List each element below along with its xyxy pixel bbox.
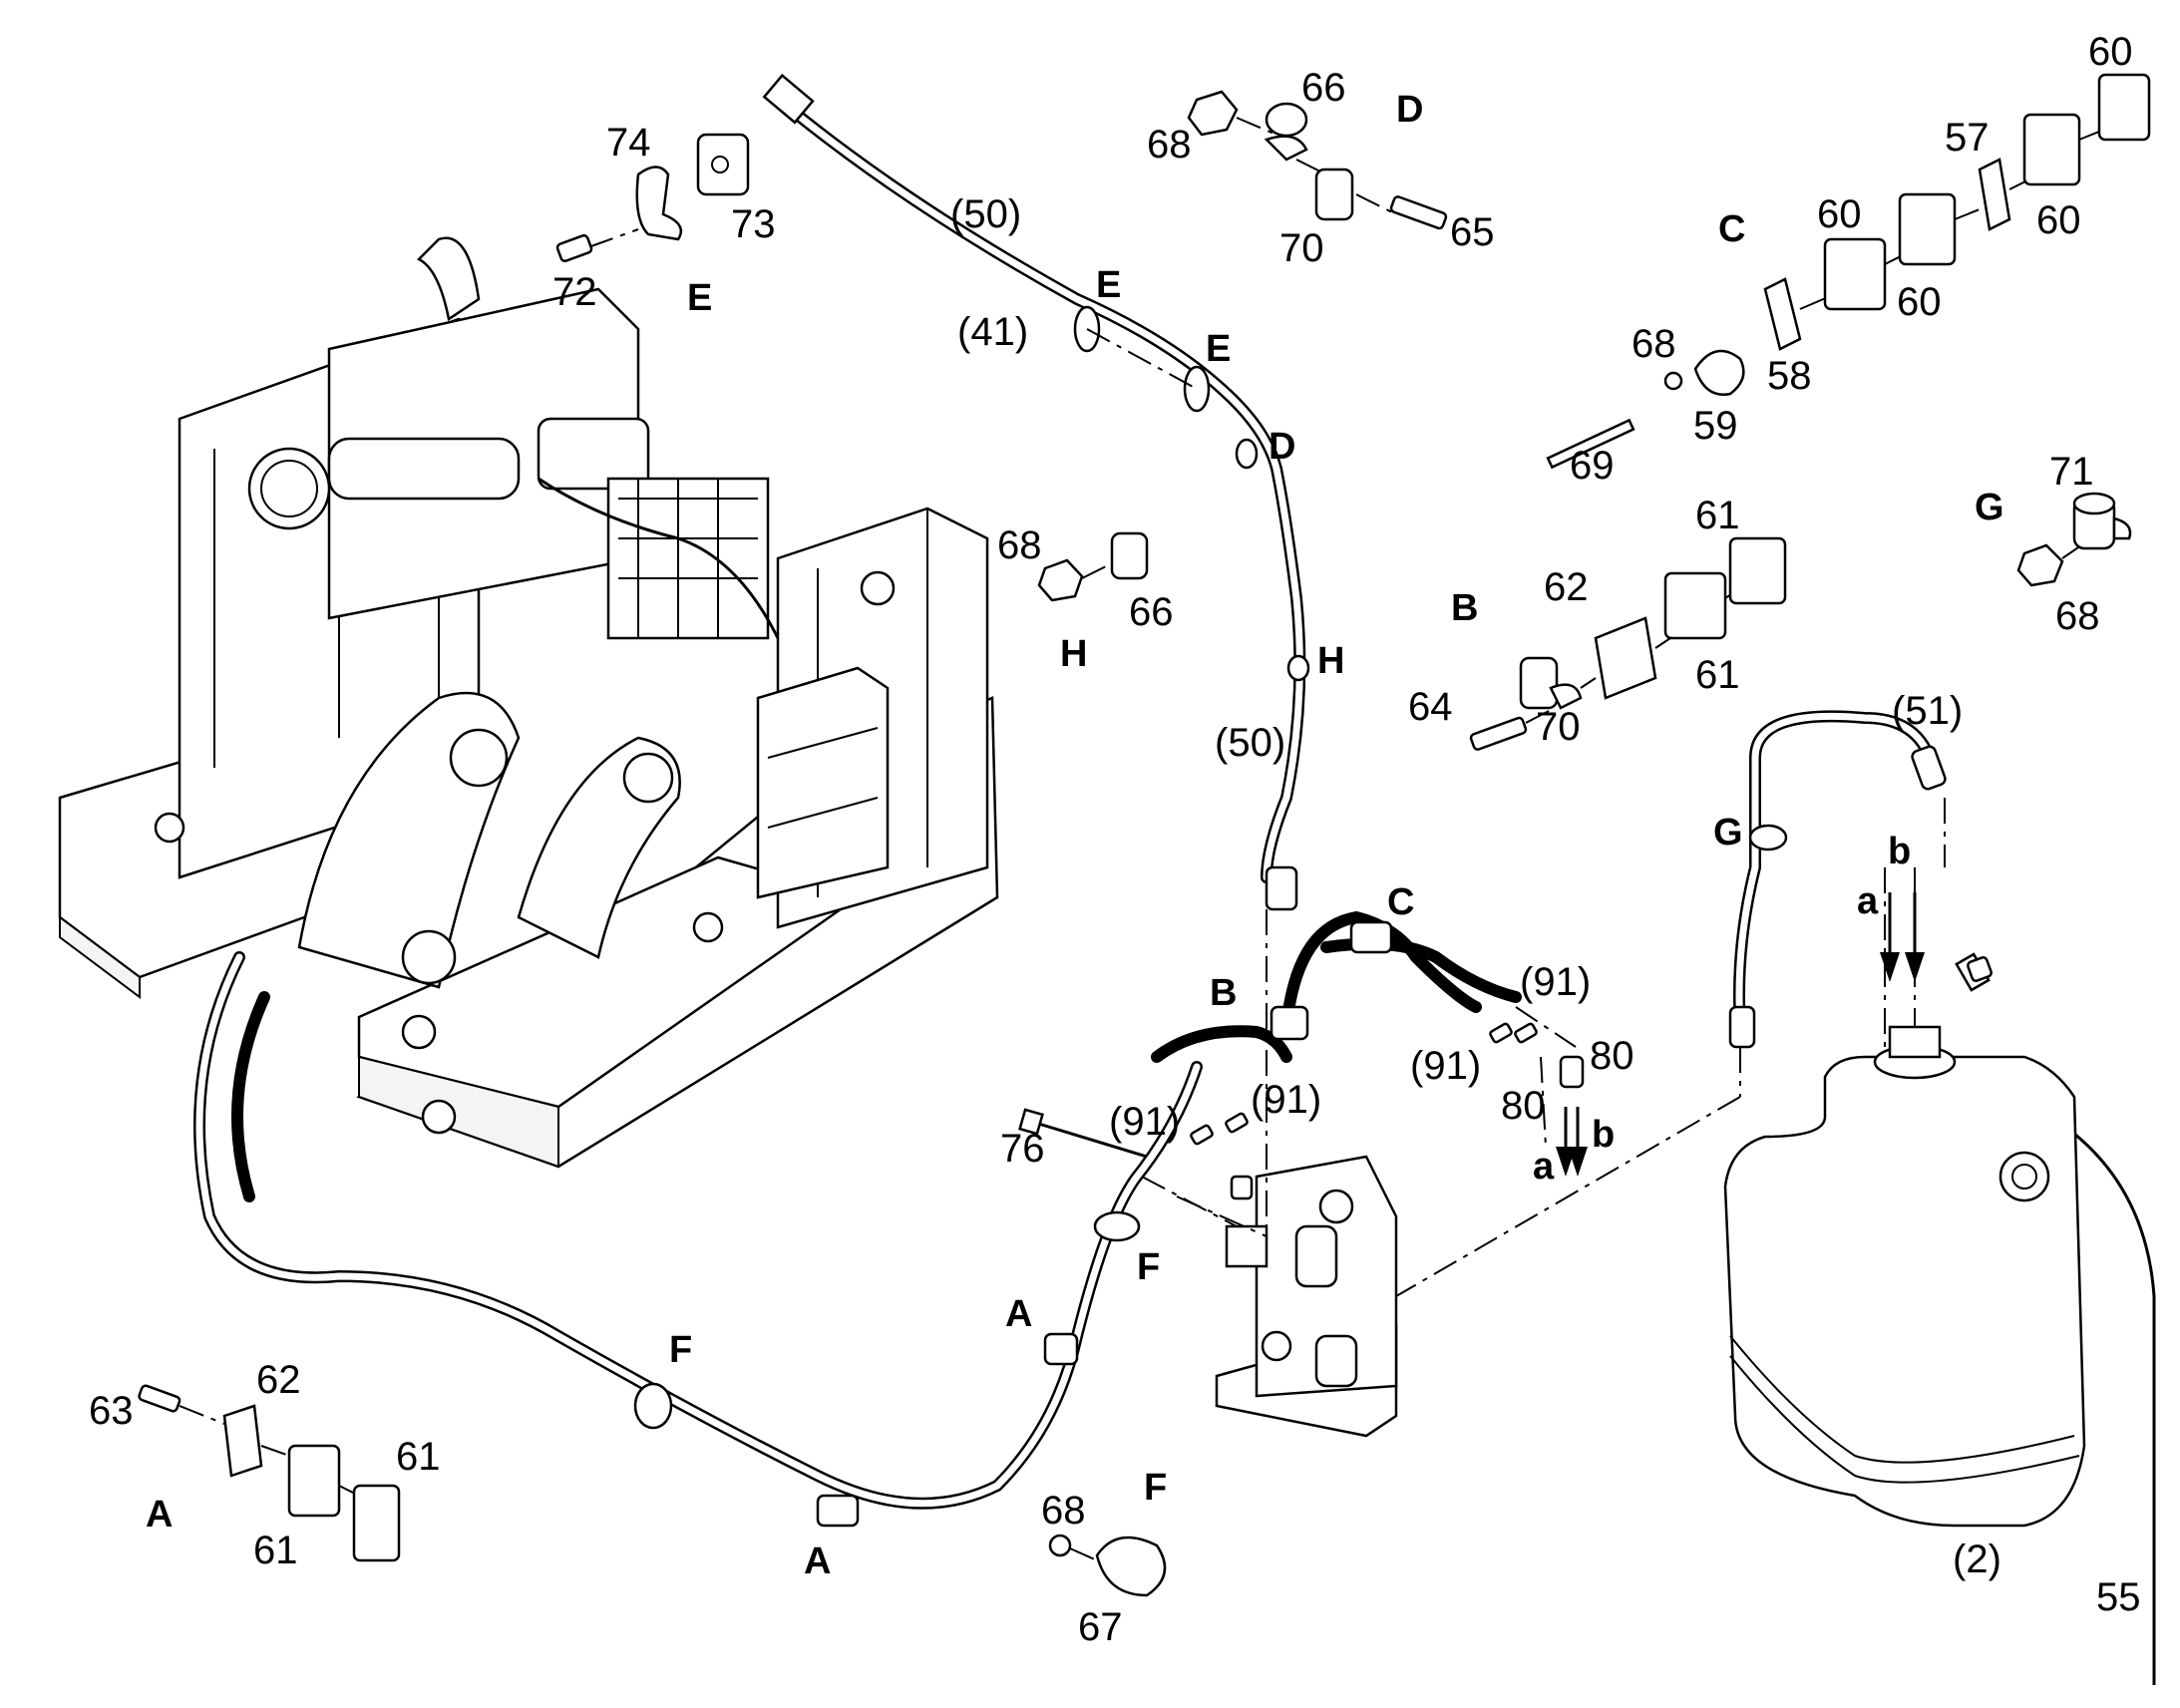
label-66-D: 66 [1301, 66, 1346, 110]
label-66-H: 66 [1129, 590, 1174, 634]
label-E-hose-1: E [1096, 264, 1121, 306]
label-67: 67 [1078, 1605, 1123, 1649]
fittings-80-91 [1190, 956, 1993, 1200]
label-group-A: A [146, 1494, 173, 1536]
label-group-H: H [1060, 633, 1087, 675]
clamp-A-2 [816, 1494, 860, 1528]
label-68-F: 68 [1041, 1489, 1086, 1533]
label-a-upper: a [1857, 880, 1879, 922]
label-63: 63 [89, 1389, 134, 1433]
label-50-top: (50) [950, 192, 1021, 236]
clamp-G [1748, 824, 1788, 852]
label-A-hose-2: A [804, 1540, 831, 1582]
label-60-a: 60 [2088, 30, 2133, 74]
label-61-A2: 61 [253, 1529, 298, 1572]
label-76: 76 [1000, 1127, 1045, 1171]
label-68-G: 68 [2055, 594, 2100, 638]
part-number-labels: 74 73 72 E (50) (41) E E D 66 68 D 70 65… [89, 30, 2141, 1649]
detail-H [1037, 531, 1149, 602]
label-68-D: 68 [1147, 123, 1192, 167]
label-71: 71 [2049, 450, 2094, 494]
label-60-b: 60 [2036, 198, 2081, 242]
clamp-B [1270, 1005, 1309, 1041]
connector-G [1728, 1005, 1756, 1049]
hose-clamps [633, 305, 1947, 1528]
label-b-upper: b [1888, 831, 1911, 872]
label-57: 57 [1945, 116, 1990, 160]
clamp-F-1 [1093, 1210, 1141, 1242]
label-a-lower: a [1533, 1146, 1555, 1188]
label-72: 72 [552, 270, 597, 314]
label-91-a: (91) [1520, 960, 1591, 1004]
label-91-d: (91) [1251, 1078, 1321, 1122]
label-70-D: 70 [1279, 226, 1324, 270]
label-80-a: 80 [1590, 1034, 1635, 1078]
label-B-hose: B [1210, 972, 1237, 1014]
clamp-E-2 [1183, 365, 1211, 413]
label-60-c: 60 [1817, 192, 1862, 236]
label-H-hose: H [1317, 640, 1344, 682]
label-70-B: 70 [1536, 705, 1581, 749]
label-91-c: (91) [1109, 1100, 1180, 1144]
label-group-D: D [1396, 89, 1423, 131]
label-F-hose-2: F [669, 1329, 692, 1371]
label-A-hose-1: A [1005, 1293, 1032, 1335]
label-51: (51) [1892, 689, 1963, 733]
label-group-F: F [1144, 1467, 1167, 1509]
label-74: 74 [606, 121, 651, 165]
label-61-B1: 61 [1695, 494, 1740, 537]
clamp-A-1 [1043, 1332, 1079, 1366]
detail-A [138, 1384, 401, 1562]
label-73: 73 [731, 202, 776, 246]
label-64: 64 [1408, 685, 1453, 729]
label-69: 69 [1570, 444, 1615, 488]
label-65: 65 [1450, 210, 1495, 254]
detail-B [1469, 536, 1787, 751]
machine-frame-illustration [58, 236, 999, 1169]
label-55: 55 [2096, 1575, 2141, 1619]
label-60-d: 60 [1897, 280, 1942, 324]
connector-mid [1265, 865, 1298, 911]
label-D-hose: D [1269, 426, 1295, 468]
label-group-G: G [1975, 487, 2004, 528]
clamp-H [1286, 654, 1310, 682]
label-group-C: C [1718, 208, 1745, 250]
label-59: 59 [1693, 404, 1738, 448]
label-E-hose-2: E [1206, 328, 1231, 370]
label-2: (2) [1953, 1537, 2001, 1581]
label-group-E: E [687, 277, 712, 319]
detail-F [1048, 1534, 1167, 1597]
label-C-hose: C [1387, 881, 1414, 923]
pump-module [1215, 1155, 1398, 1438]
clamp-F-2 [633, 1382, 673, 1430]
connector-51 [1911, 745, 1947, 791]
label-F-hose-1: F [1137, 1246, 1160, 1288]
label-group-B: B [1451, 587, 1478, 629]
label-80-b: 80 [1501, 1084, 1546, 1128]
clamp-D [1235, 438, 1259, 470]
tank-2 [1723, 952, 2086, 1528]
label-91-b: (91) [1410, 1044, 1481, 1088]
flow-arrows [1556, 892, 1925, 1177]
label-58: 58 [1767, 354, 1812, 398]
detail-E [555, 133, 750, 263]
label-68-C: 68 [1632, 322, 1676, 366]
label-41: (41) [957, 310, 1028, 354]
label-62-A: 62 [256, 1358, 301, 1402]
label-61-B2: 61 [1695, 653, 1740, 697]
detail-C [1546, 73, 2151, 470]
clamp-C [1349, 920, 1393, 954]
bolt-76 [1018, 1108, 1148, 1159]
hose-routing [193, 73, 2156, 1685]
detail-G [2016, 492, 2132, 587]
label-61-A1: 61 [396, 1435, 441, 1479]
label-G-hose: G [1713, 812, 1743, 854]
label-68-H: 68 [997, 523, 1042, 567]
label-62-B: 62 [1544, 565, 1589, 609]
detail-D [1187, 90, 1448, 230]
label-50-mid: (50) [1215, 721, 1285, 765]
label-b-lower: b [1592, 1114, 1615, 1156]
